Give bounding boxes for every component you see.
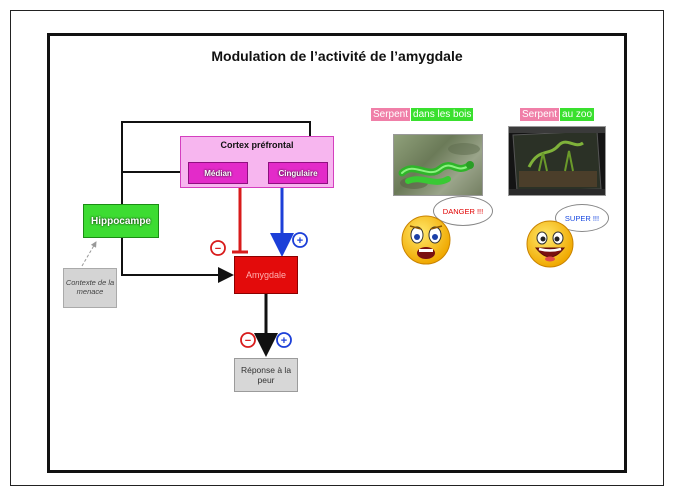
serpent-tag-bois: Serpent [371, 108, 411, 121]
au-zoo-tag: au zoo [560, 108, 595, 121]
label-serpent-zoo: Serpent au zoo [520, 108, 595, 121]
dans-les-bois-tag: dans les bois [411, 108, 474, 121]
cingulaire-box: Cingulaire [268, 162, 328, 184]
happy-face-icon [526, 220, 574, 268]
plus-circle-top [292, 232, 308, 248]
minus-sign-top: − [215, 243, 221, 255]
minus-circle-bottom [240, 332, 256, 348]
connectors: − + − + [81, 121, 311, 357]
plus-sign-bottom: + [281, 335, 287, 347]
slide: Modulation de l’activité de l’amygdale [47, 33, 627, 473]
danger-speech-bubble: DANGER !!! [433, 196, 493, 226]
amygdale-box: Amygdale [234, 256, 298, 294]
arrow-contexte-hippocampe [81, 241, 97, 267]
scared-face-icon [401, 215, 451, 265]
snake-zoo-terrarium-photo [508, 126, 606, 196]
reponse-peur-box: Réponse à la peur [234, 358, 298, 392]
snake-woods-image [398, 143, 480, 189]
outer-frame [10, 10, 664, 486]
minus-circle-top [210, 240, 226, 256]
cortex-prefrontal-label: Cortex préfrontal [220, 140, 294, 150]
plus-circle-bottom [276, 332, 292, 348]
hippocampe-box: Hippocampe [83, 204, 159, 238]
contexte-menace-box: Contexte de la menace [63, 268, 117, 308]
slide-title: Modulation de l’activité de l’amygdale [211, 48, 463, 64]
snake-woods-photo [393, 134, 483, 196]
plus-sign-top: + [297, 235, 303, 247]
median-box: Médian [188, 162, 248, 184]
minus-sign-bottom: − [245, 335, 251, 347]
serpent-tag-zoo: Serpent [520, 108, 560, 121]
arrow-hippocampe-amygdale [121, 238, 234, 283]
label-serpent-bois: Serpent dans les bois [371, 108, 474, 121]
terrarium-image [509, 127, 605, 195]
